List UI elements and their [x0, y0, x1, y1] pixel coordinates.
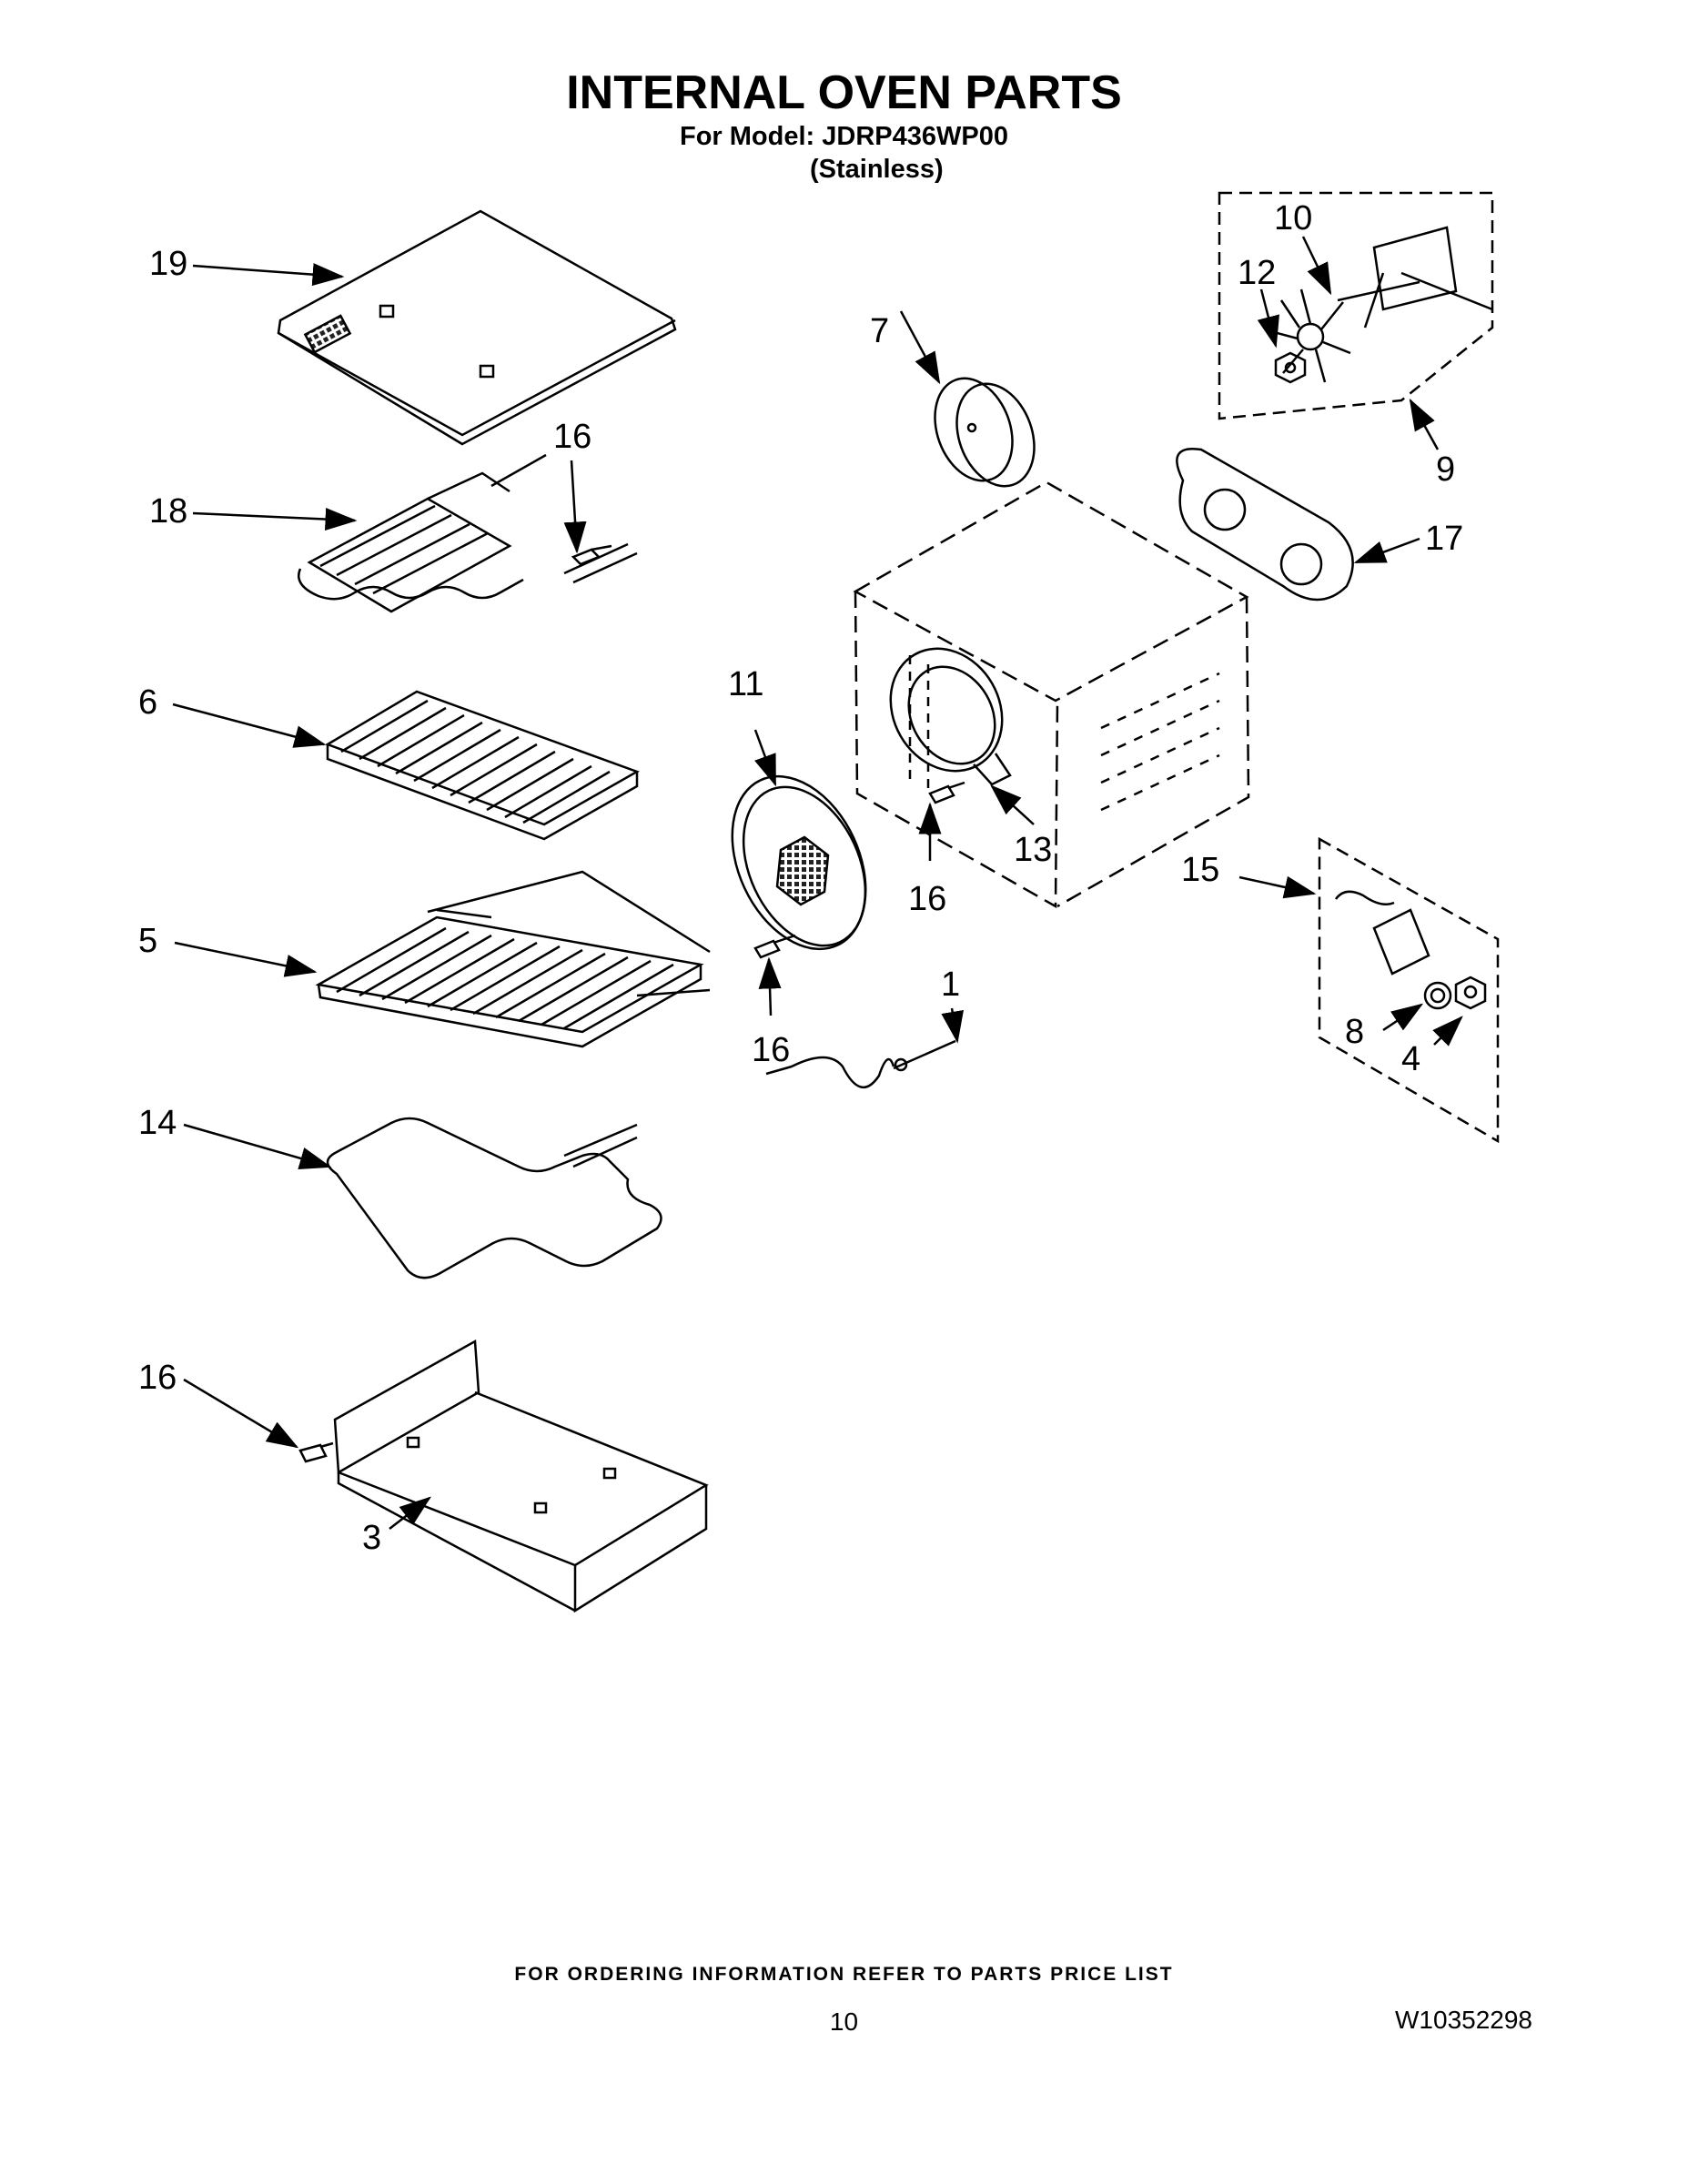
callout-3: 3 — [362, 1519, 381, 1557]
callout-9: 9 — [1436, 450, 1455, 489]
callout-7: 7 — [870, 312, 889, 350]
page-title: INTERNAL OVEN PARTS — [566, 66, 1122, 119]
hex-nut — [1274, 351, 1307, 384]
oven-cavity — [853, 480, 1250, 909]
storage-drawer — [333, 1339, 709, 1613]
callout-13: 13 — [1014, 831, 1052, 869]
oven-bottom-panel — [277, 209, 677, 446]
lock-washer — [1423, 981, 1452, 1010]
convection-motor-assembly — [1218, 191, 1494, 420]
fan-blade — [1269, 288, 1351, 383]
callout-12: 12 — [1238, 254, 1276, 292]
callout-6: 6 — [138, 683, 157, 722]
page-number: 10 — [829, 2007, 859, 2036]
callout-8: 8 — [1345, 1013, 1364, 1051]
hex-nut — [1454, 976, 1487, 1010]
cavity-details — [908, 655, 1220, 812]
finish-line: (Stainless) — [810, 155, 944, 184]
fan-cover-plate — [731, 774, 867, 951]
screw — [298, 1441, 334, 1463]
callout-19: 19 — [149, 245, 187, 283]
callout-4: 4 — [1401, 1040, 1420, 1078]
callout-14: 14 — [138, 1104, 177, 1142]
ordering-note: FOR ORDERING INFORMATION REFER TO PARTS … — [514, 1964, 1174, 1985]
callout-15: 15 — [1181, 851, 1219, 889]
callout-11: 11 — [728, 665, 763, 703]
screw — [753, 934, 796, 959]
callout-labels: 19 18 16 6 5 14 16 3 7 10 12 9 17 11 13 … — [138, 199, 1463, 1557]
leader-lines — [172, 236, 1463, 1530]
convection-element — [889, 647, 1012, 786]
callout-16: 16 — [752, 1031, 790, 1069]
model-line: For Model: JDRP436WP00 — [680, 122, 1008, 151]
callout-10: 10 — [1274, 199, 1312, 238]
callout-1: 1 — [941, 966, 960, 1004]
broil-element — [298, 453, 638, 613]
extension-rack — [315, 870, 711, 1048]
screw — [928, 781, 965, 804]
document-number: W10352298 — [1395, 2006, 1533, 2034]
oven-rack — [325, 690, 640, 841]
callout-5: 5 — [138, 922, 157, 960]
sensor-assembly — [1318, 836, 1500, 1144]
bake-element — [326, 1117, 662, 1279]
fan-baffle — [1176, 447, 1354, 602]
callout-18: 18 — [149, 492, 187, 531]
callout-17: 17 — [1425, 520, 1463, 558]
callout-16: 16 — [138, 1359, 177, 1397]
meat-probe — [765, 1039, 956, 1089]
callout-16: 16 — [908, 880, 946, 918]
convection-fan-cover — [934, 377, 1036, 488]
callout-16: 16 — [553, 418, 591, 456]
